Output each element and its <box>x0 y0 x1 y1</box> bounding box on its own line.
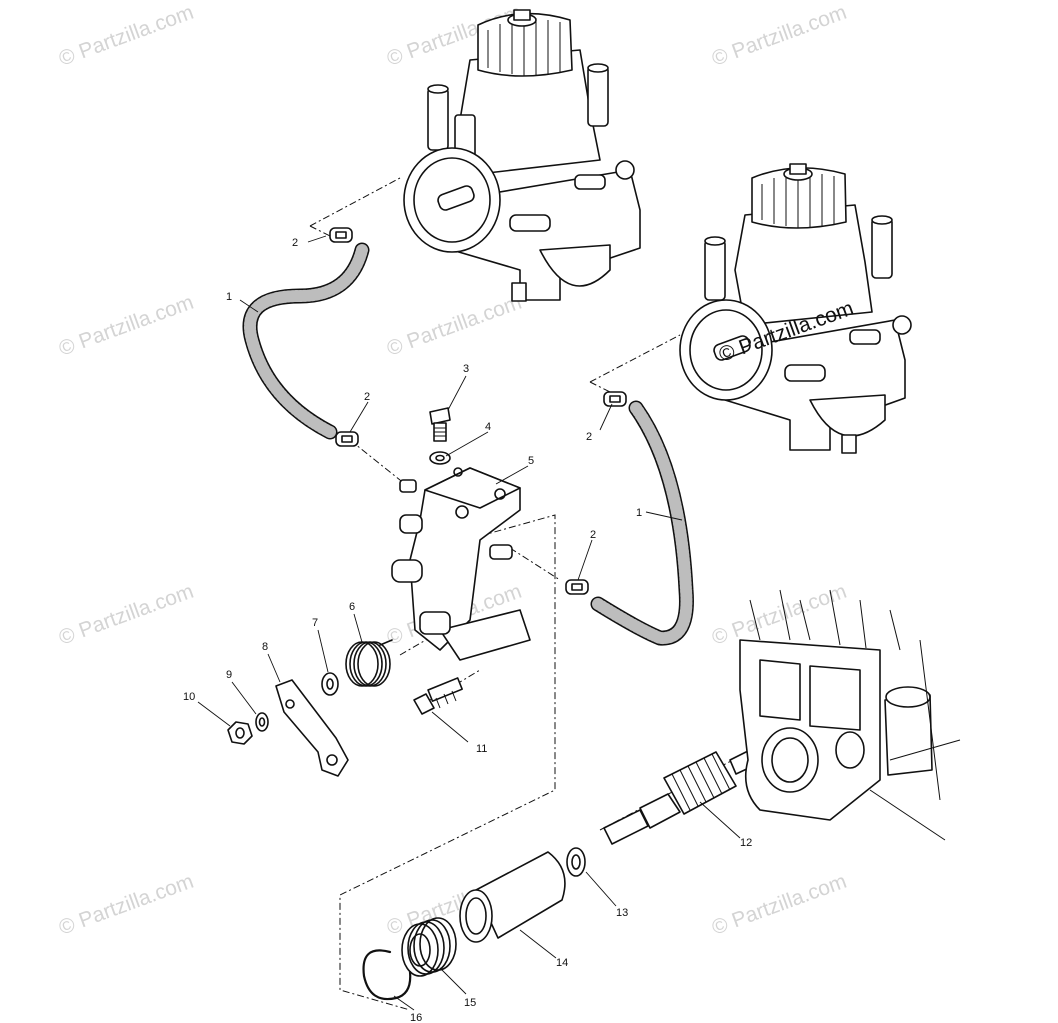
hose-clamp-icon <box>603 391 627 407</box>
callout-6: 6 <box>349 601 355 613</box>
washer-icon <box>566 847 586 877</box>
nut-icon <box>227 721 253 745</box>
callout-13: 13 <box>616 907 628 919</box>
callout-8: 8 <box>262 641 268 653</box>
leader-lines <box>197 235 741 1011</box>
bolt-icon <box>413 677 463 715</box>
callout-16: 16 <box>410 1012 422 1023</box>
callout-2: 2 <box>590 529 596 541</box>
oil-pump-icon <box>391 467 531 661</box>
callout-9: 9 <box>226 669 232 681</box>
callout-2: 2 <box>586 431 592 443</box>
watermark: © Partzilla.com <box>56 291 197 361</box>
watermark: © Partzilla.com <box>709 580 850 650</box>
watermark: © Partzilla.com <box>56 580 197 650</box>
watermarks: © Partzilla.com © Partzilla.com © Partzi… <box>56 1 850 940</box>
hose-clamp-icon <box>565 579 589 595</box>
callout-10: 10 <box>183 691 195 703</box>
snap-ring-icon <box>362 949 412 1001</box>
callout-2: 2 <box>364 391 370 403</box>
callout-1: 1 <box>636 507 642 519</box>
bolt-icon <box>429 407 451 442</box>
callout-7: 7 <box>312 617 318 629</box>
hose-clamp-icon <box>335 431 359 447</box>
carburetor-icon <box>403 9 641 302</box>
watermark: © Partzilla.com <box>709 1 850 71</box>
callout-15: 15 <box>464 997 476 1009</box>
watermark: © Partzilla.com <box>56 870 197 940</box>
carburetor-icon <box>679 163 912 454</box>
hose-icon <box>590 400 694 646</box>
callout-12: 12 <box>740 837 752 849</box>
spring-icon <box>401 917 457 977</box>
spring-icon <box>345 639 393 687</box>
callout-1: 1 <box>226 291 232 303</box>
callout-numbers: 1 2 2 3 4 5 2 1 2 6 7 8 9 10 11 12 13 14… <box>183 237 752 1023</box>
callout-2: 2 <box>292 237 298 249</box>
hose-icon <box>242 242 370 440</box>
callout-3: 3 <box>463 363 469 375</box>
hose-clamp-icon <box>329 227 353 243</box>
washer-icon <box>255 712 269 732</box>
washer-icon <box>321 672 339 696</box>
watermark: © Partzilla.com <box>709 870 850 940</box>
crankcase-icon <box>739 589 961 841</box>
washer-icon <box>429 451 451 465</box>
watermark: © Partzilla.com <box>56 1 197 71</box>
drive-gear-shaft-icon <box>603 744 767 845</box>
callout-4: 4 <box>485 421 491 433</box>
callout-11: 11 <box>476 743 487 755</box>
lever-icon <box>275 679 349 777</box>
callout-5: 5 <box>528 455 534 467</box>
bushing-icon <box>459 851 566 943</box>
callout-14: 14 <box>556 957 568 969</box>
watermark: © Partzilla.com <box>384 291 525 361</box>
